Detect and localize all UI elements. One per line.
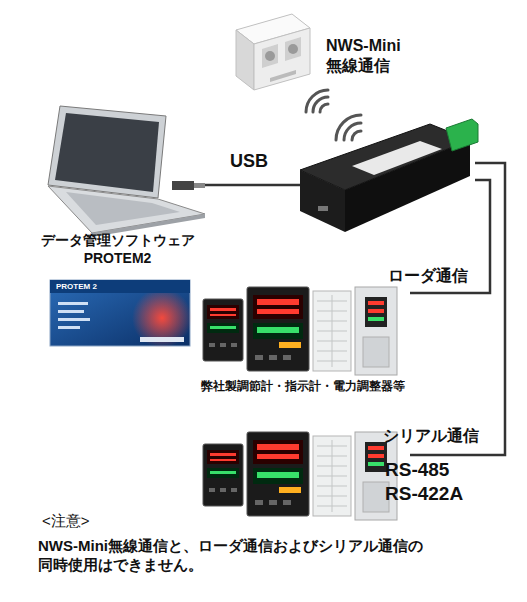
wireless-wave-symbol [352, 131, 361, 140]
converter-illustration [300, 170, 345, 232]
cable-line [410, 163, 505, 455]
software-screenshot [132, 288, 192, 348]
wireless-wave-symbol [320, 104, 328, 112]
wireless-wave-symbol [344, 123, 361, 140]
node-caption: NWS-Mini 無線通信 [326, 36, 421, 76]
converter-illustration [318, 206, 328, 211]
wireless-unit-illustration [254, 28, 310, 90]
controller-group-illustration [203, 432, 397, 520]
controller-group-illustration [203, 287, 397, 375]
wireless-unit-illustration [285, 37, 301, 61]
software-title: PROTEM 2 [56, 282, 97, 292]
laptop-illustration [48, 106, 166, 198]
wireless-unit-illustration [236, 30, 254, 90]
laptop-illustration [55, 113, 159, 192]
software-screenshot [58, 326, 80, 329]
wireless-unit-illustration [236, 14, 310, 90]
software-screenshot [50, 280, 192, 348]
laptop-illustration [194, 183, 205, 188]
connection-label: シリアル通信 [383, 426, 479, 446]
software-screenshot [140, 337, 184, 342]
software-screenshot [58, 310, 84, 313]
laptop-illustration [48, 186, 205, 233]
wireless-unit-illustration [288, 44, 298, 54]
wireless-wave-symbol [306, 90, 361, 140]
laptop-illustration [66, 192, 180, 225]
converter-illustration [446, 119, 478, 151]
laptop-illustration [172, 181, 194, 190]
software-screenshot [58, 302, 88, 305]
converter-unit [300, 122, 475, 237]
wireless-unit-illustration [262, 44, 278, 68]
note-heading: <注意> [42, 512, 90, 531]
software-screenshot [50, 280, 190, 293]
wireless-wave-symbol [336, 115, 361, 140]
wireless-unit-illustration [265, 51, 275, 61]
wireless-wave-symbol [313, 97, 328, 112]
node-caption: 弊社製調節計・指示計・電力調整器等 [195, 379, 410, 394]
wireless-unit-illustration [270, 70, 296, 82]
pc-software: データ管理ソフトウェア PROTEM2 [30, 95, 205, 353]
node-caption: データ管理ソフトウェア PROTEM2 [30, 232, 205, 267]
converter-illustration [300, 119, 478, 232]
connection-label: USB [230, 150, 268, 173]
wireless-unit: NWS-Mini 無線通信 [228, 4, 418, 94]
controller-group: 弊社製調節計・指示計・電力調整器等 [195, 283, 410, 400]
cable-line [205, 184, 300, 187]
note-text: NWS-Mini無線通信と、ローダ通信およびシリアル通信の 同時使用はできません… [38, 537, 518, 575]
cable-line [410, 180, 490, 293]
interface-name: RS-485 RS-422A [385, 458, 485, 506]
controller-group [195, 428, 410, 523]
software-screenshot [58, 318, 90, 321]
wireless-wave-symbol [306, 90, 328, 112]
laptop-illustration [48, 106, 205, 237]
connection-label: ローダ通信 [388, 266, 468, 286]
converter-illustration [345, 140, 470, 232]
